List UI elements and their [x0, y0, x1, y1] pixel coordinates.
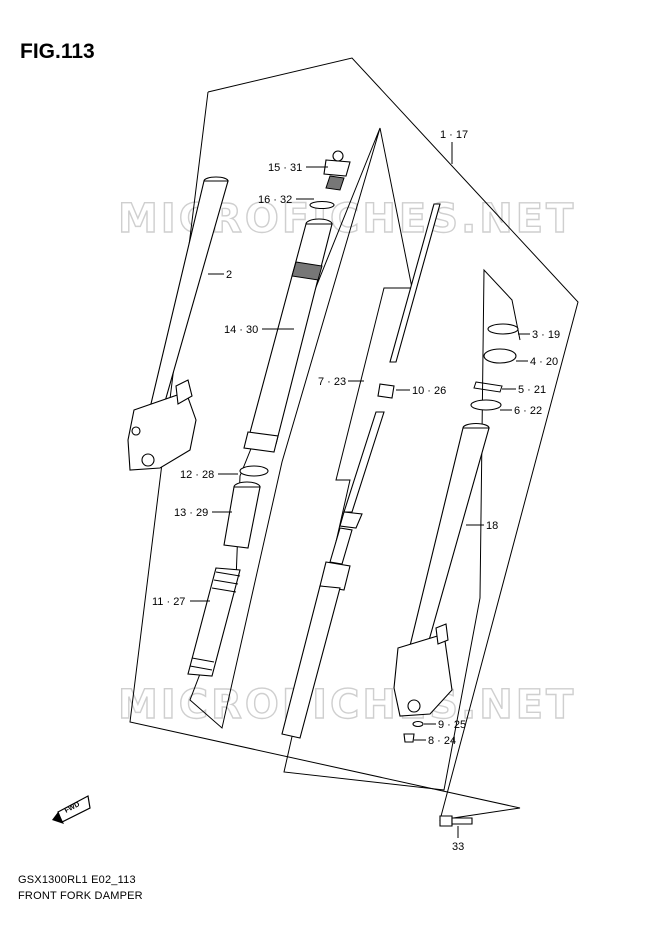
callout-11-27: 11 · 27 [152, 596, 185, 608]
oil-seal-part-4-20[interactable] [483, 348, 517, 364]
washer-part-6-22[interactable] [470, 399, 502, 411]
spacer-part-13-29[interactable] [223, 481, 261, 549]
ring-part-12-28[interactable] [239, 465, 269, 477]
bolt-part-8-24[interactable] [403, 733, 415, 743]
callout-10-26: 10 · 26 [412, 385, 446, 397]
leader-lines [190, 142, 530, 838]
watermark-bottom: MICROFICHES.NET [118, 682, 576, 728]
inner-tube-part-18[interactable] [393, 422, 490, 717]
o-ring-part-16-32[interactable] [309, 200, 335, 210]
dust-seal-part-3-19[interactable] [487, 323, 519, 335]
callout-3-19: 3 · 19 [532, 329, 560, 341]
callout-4-20: 4 · 20 [530, 356, 558, 368]
assembly-frame-inner [189, 127, 381, 729]
cap-bolt-part-15-31[interactable] [323, 150, 351, 191]
callout-13-29: 13 · 29 [174, 507, 208, 519]
callout-6-22: 6 · 22 [514, 405, 542, 417]
damper-rod-part-7-23[interactable] [281, 411, 385, 739]
diagram-description: FRONT FORK DAMPER [18, 890, 143, 902]
callout-5-21: 5 · 21 [518, 384, 546, 396]
callout-7-23: 7 · 23 [318, 376, 346, 388]
callout-2: 2 [226, 269, 232, 281]
spring-part-11-27[interactable] [187, 567, 241, 677]
fwd-arrow-icon: FWD [52, 795, 91, 824]
bolt-part-33[interactable] [439, 815, 473, 827]
assembly-frame-damper [283, 127, 521, 791]
callout-18: 18 [486, 520, 498, 532]
callout-9-25: 9 · 25 [438, 719, 466, 731]
outer-tube-part-2[interactable] [127, 176, 229, 471]
watermark-top: MICROFICHES.NET [118, 196, 576, 242]
callout-8-24: 8 · 24 [428, 735, 456, 747]
callout-33: 33 [452, 841, 464, 853]
model-code: GSX1300RL1 E02_113 [18, 874, 136, 886]
inner-tube-part-14-30[interactable] [243, 218, 333, 453]
figure-title: FIG.113 [20, 40, 95, 63]
callout-15-31: 15 · 31 [268, 162, 302, 174]
gasket-part-9-25[interactable] [412, 720, 424, 728]
callout-16-32: 16 · 32 [258, 194, 292, 206]
callout-1-17: 1 · 17 [440, 129, 468, 141]
nut-part-10-26[interactable] [377, 383, 395, 399]
push-rod[interactable] [389, 203, 441, 363]
callout-14-30: 14 · 30 [224, 324, 258, 336]
callout-12-28: 12 · 28 [180, 469, 214, 481]
clip-part-5-21[interactable] [473, 381, 503, 393]
